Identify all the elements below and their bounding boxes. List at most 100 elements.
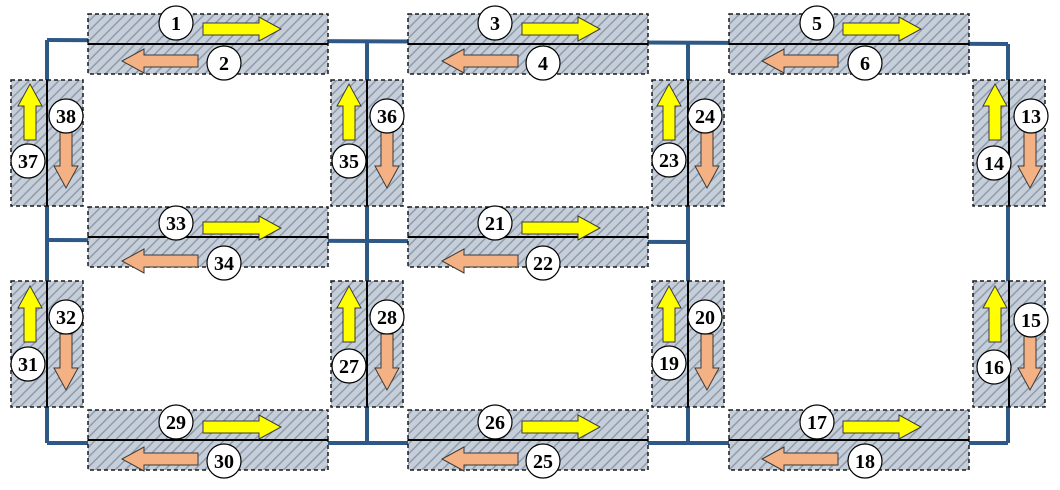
lane-boxes: [10, 13, 1046, 471]
link-label-27: 27: [331, 348, 367, 384]
link-label-28: 28: [369, 299, 405, 335]
label-circle: [525, 443, 561, 479]
forward-arrow-right-icon: [202, 215, 283, 241]
link-number: 6: [860, 53, 870, 75]
forward-arrow-up-icon: [656, 284, 682, 343]
label-circle: [847, 45, 883, 81]
link-label-29: 29: [158, 404, 194, 440]
link-label-31: 31: [10, 346, 46, 382]
link-label-37: 37: [10, 143, 46, 179]
label-circle: [847, 443, 883, 479]
link-label-21: 21: [477, 205, 513, 241]
forward-arrow-up-icon: [17, 284, 43, 343]
forward-arrow-right-icon: [202, 414, 283, 440]
label-circle: [331, 143, 367, 179]
label-circle: [48, 98, 84, 134]
backward-arrow-down-icon: [53, 333, 79, 392]
label-circle: [525, 245, 561, 281]
link-number: 4: [538, 53, 548, 75]
label-circle: [206, 245, 242, 281]
forward-arrow-up-icon: [17, 82, 43, 141]
label-circle: [525, 45, 561, 81]
backward-arrow-down-icon: [53, 131, 79, 190]
link-number: 30: [214, 451, 234, 473]
link-number: 22: [533, 253, 553, 275]
forward-arrow-up-icon: [982, 82, 1008, 141]
link-label-4: 4: [525, 45, 561, 81]
label-circle: [1013, 98, 1049, 134]
link-number: 24: [695, 106, 715, 128]
link-number: 31: [18, 354, 38, 376]
label-circle: [158, 404, 194, 440]
label-circle: [651, 142, 687, 178]
link-number: 38: [56, 106, 76, 128]
link-label-6: 6: [847, 45, 883, 81]
label-circle: [687, 98, 723, 134]
forward-arrow-up-icon: [982, 284, 1008, 343]
label-circle: [158, 205, 194, 241]
direction-arrows: [17, 16, 1043, 472]
link-label-24: 24: [687, 98, 723, 134]
backward-arrow-down-icon: [1017, 333, 1043, 392]
link-number: 3: [490, 13, 500, 35]
link-number: 20: [695, 307, 715, 329]
forward-arrow-up-icon: [336, 284, 362, 343]
link-label-23: 23: [651, 142, 687, 178]
link-number: 5: [812, 13, 822, 35]
label-circle: [976, 349, 1012, 385]
link-number: 23: [659, 150, 679, 172]
link-label-36: 36: [369, 98, 405, 134]
forward-arrow-right-icon: [521, 414, 602, 440]
forward-arrow-right-icon: [521, 16, 602, 42]
label-circle: [48, 299, 84, 335]
label-circle: [331, 348, 367, 384]
label-circle: [206, 443, 242, 479]
link-number: 19: [659, 353, 679, 375]
label-circle: [976, 145, 1012, 181]
link-label-32: 32: [48, 299, 84, 335]
backward-arrow-left-icon: [440, 248, 519, 274]
backward-arrow-left-icon: [760, 446, 839, 472]
link-label-18: 18: [847, 443, 883, 479]
link-label-35: 35: [331, 143, 367, 179]
link-number: 21: [485, 213, 505, 235]
label-circle: [477, 5, 513, 41]
link-label-26: 26: [477, 404, 513, 440]
forward-arrow-up-icon: [336, 82, 362, 141]
backward-arrow-left-icon: [760, 48, 839, 74]
link-number: 16: [984, 357, 1004, 379]
forward-arrow-right-icon: [842, 16, 923, 42]
backward-arrow-left-icon: [440, 446, 519, 472]
link-label-34: 34: [206, 245, 242, 281]
backward-arrow-left-icon: [120, 446, 199, 472]
link-label-22: 22: [525, 245, 561, 281]
link-number: 27: [339, 356, 359, 378]
label-circle: [369, 98, 405, 134]
label-circle: [477, 205, 513, 241]
link-number: 32: [56, 307, 76, 329]
backward-arrow-down-icon: [374, 131, 400, 190]
link-label-13: 13: [1013, 98, 1049, 134]
forward-arrow-right-icon: [202, 16, 283, 42]
link-label-5: 5: [799, 5, 835, 41]
link-label-16: 16: [976, 349, 1012, 385]
link-label-30: 30: [206, 443, 242, 479]
forward-arrow-right-icon: [842, 414, 923, 440]
label-circle: [477, 404, 513, 440]
lane-box: [407, 409, 649, 441]
label-circle: [158, 5, 194, 41]
link-number: 35: [339, 151, 359, 173]
label-circle: [10, 143, 46, 179]
forward-arrow-up-icon: [656, 82, 682, 141]
link-number: 25: [533, 451, 553, 473]
link-number: 2: [219, 53, 229, 75]
backward-arrow-down-icon: [1017, 131, 1043, 190]
backward-arrow-down-icon: [694, 131, 720, 190]
link-label-1: 1: [158, 5, 194, 41]
link-number: 34: [214, 253, 234, 275]
link-number: 28: [377, 307, 397, 329]
backward-arrow-left-icon: [120, 248, 199, 274]
lane-box: [1008, 280, 1046, 408]
link-label-38: 38: [48, 98, 84, 134]
link-label-14: 14: [976, 145, 1012, 181]
